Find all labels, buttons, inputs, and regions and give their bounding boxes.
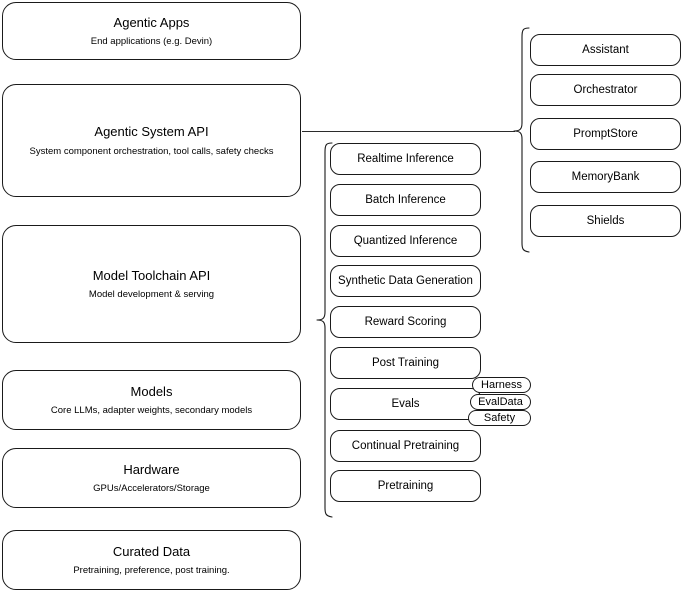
pill-label: Safety bbox=[483, 412, 516, 424]
chip-label: PromptStore bbox=[573, 128, 638, 140]
toolchain-chip-batch-inference[interactable]: Batch Inference bbox=[330, 184, 481, 216]
layer-subtitle: GPUs/Accelerators/Storage bbox=[93, 483, 210, 495]
chip-label: Realtime Inference bbox=[357, 153, 454, 165]
brace-system-components bbox=[513, 27, 531, 253]
connector-line-agentic-system-api bbox=[302, 131, 515, 132]
chip-label: Orchestrator bbox=[573, 84, 638, 96]
toolchain-chip-post-training[interactable]: Post Training bbox=[330, 347, 481, 379]
layer-subtitle: System component orchestration, tool cal… bbox=[29, 145, 274, 157]
layer-box-models[interactable]: Models Core LLMs, adapter weights, secon… bbox=[2, 370, 301, 430]
layer-box-agentic-system-api[interactable]: Agentic System API System component orch… bbox=[2, 84, 301, 197]
system-chip-memorybank[interactable]: MemoryBank bbox=[530, 161, 681, 193]
pill-label: Harness bbox=[481, 379, 522, 391]
toolchain-chip-quantized-inference[interactable]: Quantized Inference bbox=[330, 225, 481, 257]
layer-subtitle: Core LLMs, adapter weights, secondary mo… bbox=[50, 405, 253, 417]
layer-subtitle: Model development & serving bbox=[88, 289, 215, 301]
system-chip-orchestrator[interactable]: Orchestrator bbox=[530, 74, 681, 106]
toolchain-chip-evals[interactable]: Evals bbox=[330, 388, 481, 420]
layer-box-curated-data[interactable]: Curated Data Pretraining, preference, po… bbox=[2, 530, 301, 590]
layer-box-hardware[interactable]: Hardware GPUs/Accelerators/Storage bbox=[2, 448, 301, 508]
toolchain-chip-continual-pretraining[interactable]: Continual Pretraining bbox=[330, 430, 481, 462]
chip-label: Evals bbox=[391, 398, 420, 410]
chip-label: Continual Pretraining bbox=[351, 440, 460, 452]
layer-title: Hardware bbox=[123, 461, 180, 477]
evals-tag-evaldata[interactable]: EvalData bbox=[470, 394, 531, 410]
toolchain-chip-reward-scoring[interactable]: Reward Scoring bbox=[330, 306, 481, 338]
layer-title: Curated Data bbox=[112, 543, 191, 559]
chip-label: Assistant bbox=[582, 44, 629, 56]
chip-label: Post Training bbox=[371, 357, 440, 369]
evals-tag-safety[interactable]: Safety bbox=[468, 410, 531, 426]
chip-label: MemoryBank bbox=[571, 171, 640, 183]
system-chip-assistant[interactable]: Assistant bbox=[530, 34, 681, 66]
layer-title: Model Toolchain API bbox=[92, 267, 211, 283]
chip-label: Synthetic Data Generation bbox=[338, 275, 473, 287]
layer-title: Agentic System API bbox=[94, 124, 209, 139]
chip-label: Reward Scoring bbox=[364, 316, 447, 328]
layer-subtitle: Pretraining, preference, post training. bbox=[73, 565, 230, 577]
chip-label: Quantized Inference bbox=[353, 235, 458, 247]
layer-title: Models bbox=[130, 383, 173, 399]
toolchain-chip-pretraining[interactable]: Pretraining bbox=[330, 470, 481, 502]
system-chip-promptstore[interactable]: PromptStore bbox=[530, 118, 681, 150]
layer-subtitle: End applications (e.g. Devin) bbox=[90, 36, 213, 48]
toolchain-chip-synthetic-data-generation[interactable]: Synthetic Data Generation bbox=[330, 265, 481, 297]
layer-box-agentic-apps[interactable]: Agentic Apps End applications (e.g. Devi… bbox=[2, 2, 301, 60]
chip-label: Shields bbox=[586, 215, 625, 227]
layer-box-model-toolchain-api[interactable]: Model Toolchain API Model development & … bbox=[2, 225, 301, 343]
layer-title: Agentic Apps bbox=[113, 14, 190, 30]
chip-label: Pretraining bbox=[377, 480, 434, 492]
system-chip-shields[interactable]: Shields bbox=[530, 205, 681, 237]
evals-tag-harness[interactable]: Harness bbox=[472, 377, 531, 393]
chip-label: Batch Inference bbox=[365, 194, 446, 206]
toolchain-chip-realtime-inference[interactable]: Realtime Inference bbox=[330, 143, 481, 175]
pill-label: EvalData bbox=[478, 396, 523, 408]
brace-toolchain-components bbox=[316, 142, 334, 518]
